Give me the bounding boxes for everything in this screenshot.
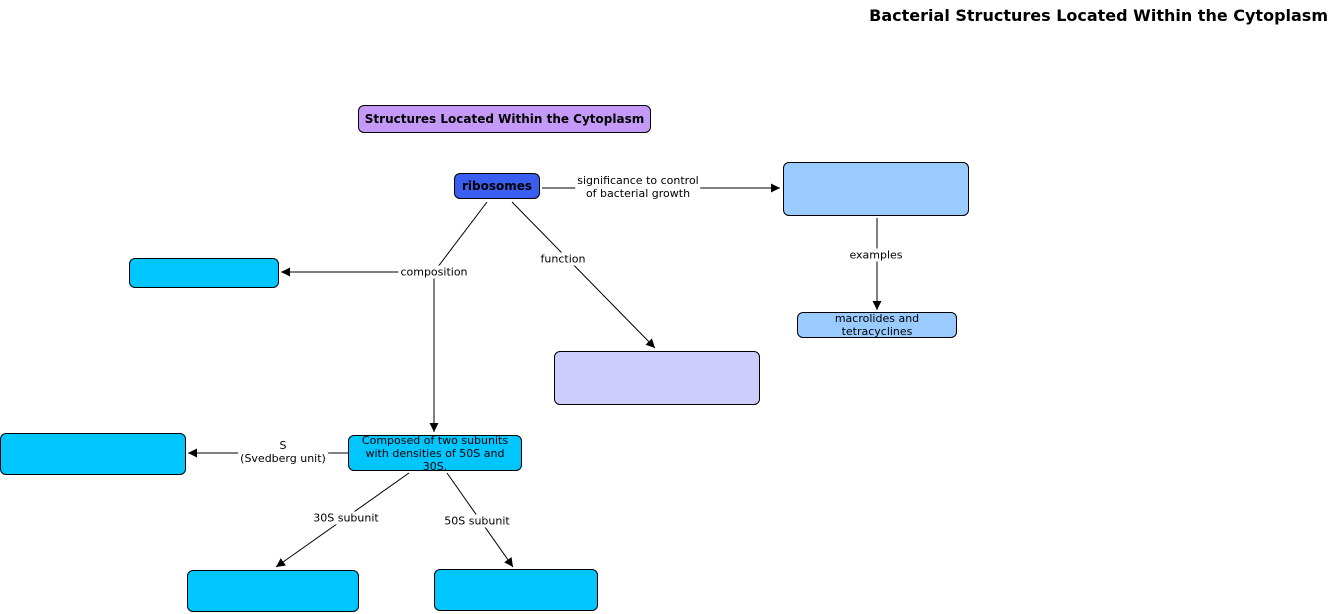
link-label-svedberg-line2: (Svedberg unit) — [240, 452, 326, 465]
edge-composition-in — [433, 201, 488, 273]
link-label-significance-line2: of bacterial growth — [585, 187, 691, 200]
link-label-30s: 30S subunit — [311, 511, 381, 525]
concept-ribosomes[interactable]: ribosomes — [454, 173, 540, 199]
link-label-50s: 50S subunit — [442, 514, 512, 528]
link-label-svedberg-line1: S — [279, 439, 287, 452]
concept-svedberg-target[interactable] — [0, 433, 186, 475]
map-title: Bacterial Structures Located Within the … — [869, 6, 1328, 25]
concept-50s-target[interactable] — [434, 569, 598, 611]
link-label-examples: examples — [847, 248, 905, 262]
concept-function-target[interactable] — [554, 351, 760, 405]
concept-composition-target[interactable] — [129, 258, 279, 288]
link-label-composition: composition — [398, 265, 470, 279]
link-label-significance-line1: significance to control — [577, 174, 699, 187]
concept-macrolides[interactable]: macrolides and tetracyclines — [797, 312, 957, 338]
concept-30s-target[interactable] — [187, 570, 359, 612]
concept-structures[interactable]: Structures Located Within the Cytoplasm — [358, 105, 651, 133]
concept-significance-target[interactable] — [783, 162, 969, 216]
link-label-function: function — [538, 252, 588, 266]
edge-function — [511, 201, 656, 349]
link-label-significance: significance to control of bacterial gro… — [575, 174, 701, 200]
concept-subunits[interactable]: Composed of two subunits with densities … — [348, 434, 522, 473]
link-label-svedberg: S (Svedberg unit) — [238, 439, 328, 465]
